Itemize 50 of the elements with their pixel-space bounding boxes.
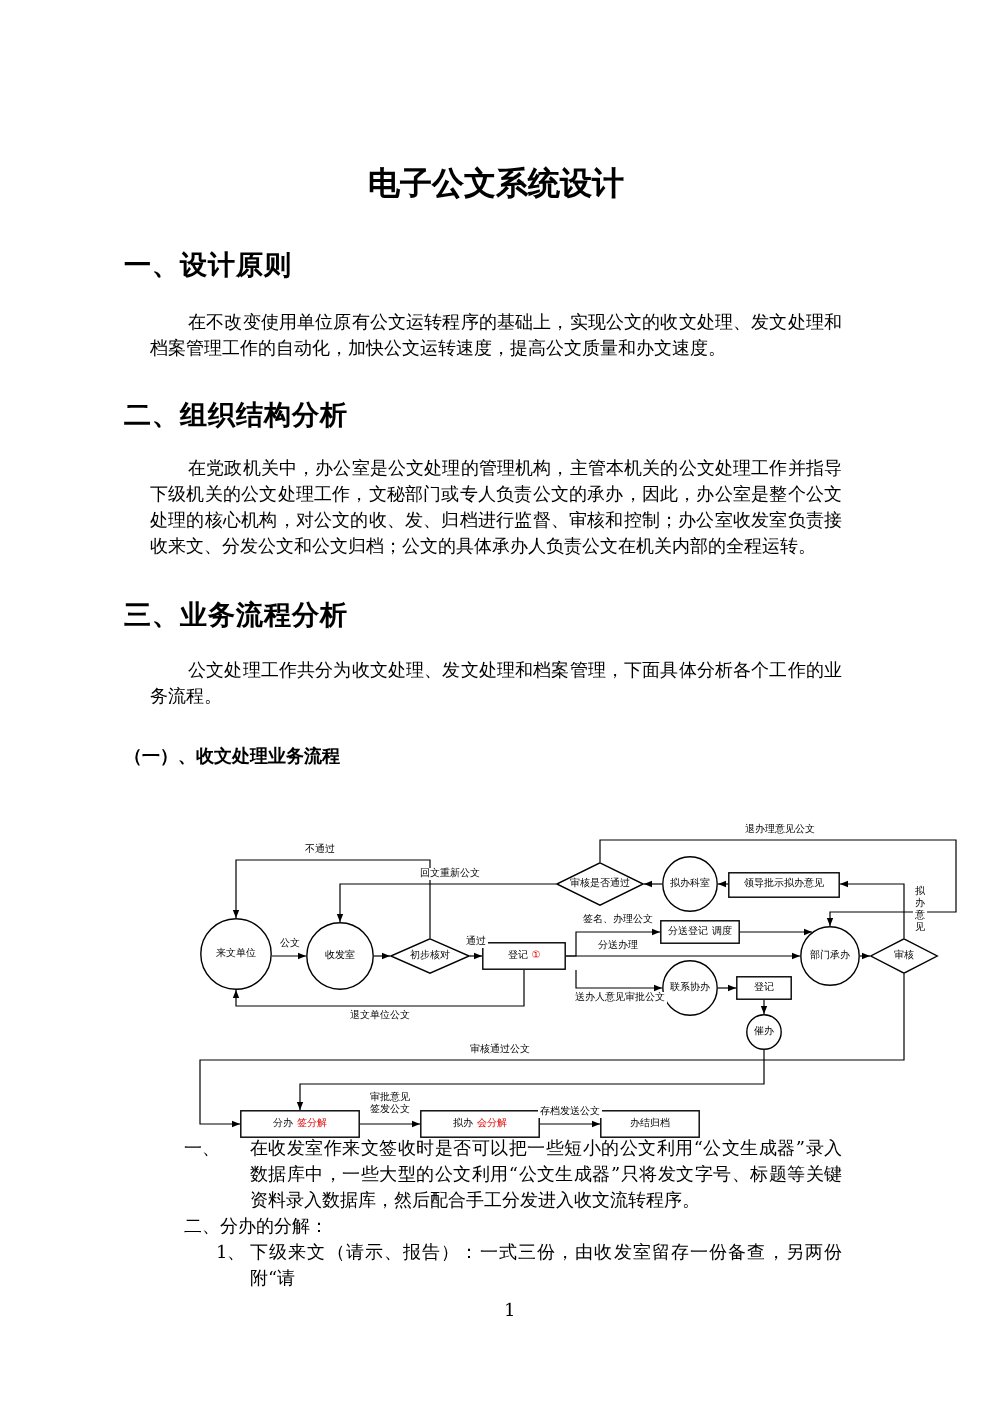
process-box (728, 871, 840, 897)
process-box (660, 920, 740, 944)
process-box (420, 1110, 540, 1138)
page-number: 1 (504, 1300, 516, 1326)
process-box (736, 976, 792, 1000)
circle-node (662, 856, 718, 912)
section-heading: 一、设计原则 (124, 248, 292, 284)
paragraph: 下级来文（请示、报告）：一式三份，由收发室留存一份备查，另两份附“请 (250, 1242, 842, 1294)
arrow (469, 952, 483, 960)
decision-diamond (556, 862, 644, 906)
list-heading: 二、分办的分解： (184, 1216, 328, 1242)
arrow (232, 859, 431, 939)
section-heading: 二、组织结构分析 (124, 398, 348, 434)
title: 电子公文系统设计 (366, 164, 626, 206)
arrow (199, 973, 905, 1128)
arrow (643, 880, 663, 888)
process-box (240, 1110, 360, 1138)
process-box (482, 942, 566, 970)
decision-diamond (390, 938, 470, 974)
circle-node (800, 926, 860, 986)
paragraph: 在收发室作来文签收时是否可以把一些短小的公文利用“公文生成器”录入数据库中，一些大型的公文利用“公文生成器”只将发文字号、标题等关键资料录入数据库，然后配合手工分发进入收文流转程序。 (250, 1138, 842, 1216)
paragraph: 在不改变使用单位原有公文运转程序的基础上，实现公文的收文处理、发文处理和档案管理工作的自动化，加快公文运转速度，提高公文质量和办文速度。 (150, 312, 842, 364)
arrow (232, 969, 525, 1007)
arrow (739, 928, 813, 936)
process-box (600, 1110, 700, 1138)
arrow (336, 883, 557, 923)
arrow (296, 1049, 765, 1111)
arrow (717, 880, 729, 888)
arrow (271, 952, 307, 960)
arrow (373, 952, 391, 960)
paragraph: 在党政机关中，办公室是公文处理的管理机构，主管本机关的公文处理工作并指导下级机关的公文处理工作，文秘部门或专人负责公文的承办，因此，办公室是整个公文处理的核心机构，对公文的收、发、归档进行监督、审核和控制；办公室收发室负责接收来文、分发公文和公文归档；公文的具体承办人负责公文在机关内部的全程运转。 (150, 458, 842, 562)
arrow (359, 1120, 421, 1128)
circle-node (306, 922, 374, 990)
circle-node (662, 960, 718, 1016)
list-number: 1、 (216, 1242, 246, 1268)
circle-node (746, 1014, 782, 1050)
section-heading: 三、业务流程分析 (124, 598, 348, 634)
arrow (859, 952, 871, 960)
arrow (539, 1120, 601, 1128)
arrow (575, 969, 663, 992)
list-number: 一、 (184, 1138, 220, 1164)
arrow (717, 984, 737, 992)
arrow (760, 999, 768, 1015)
arrow (565, 952, 801, 960)
paragraph: 公文处理工作共分为收文处理、发文处理和档案管理，下面具体分析各个工作的业务流程。 (150, 660, 842, 712)
circle-node (200, 918, 272, 990)
subheading: （一）、收文处理业务流程 (124, 744, 340, 770)
decision-diamond (870, 938, 938, 974)
arrow (599, 839, 957, 927)
arrow (839, 880, 905, 939)
